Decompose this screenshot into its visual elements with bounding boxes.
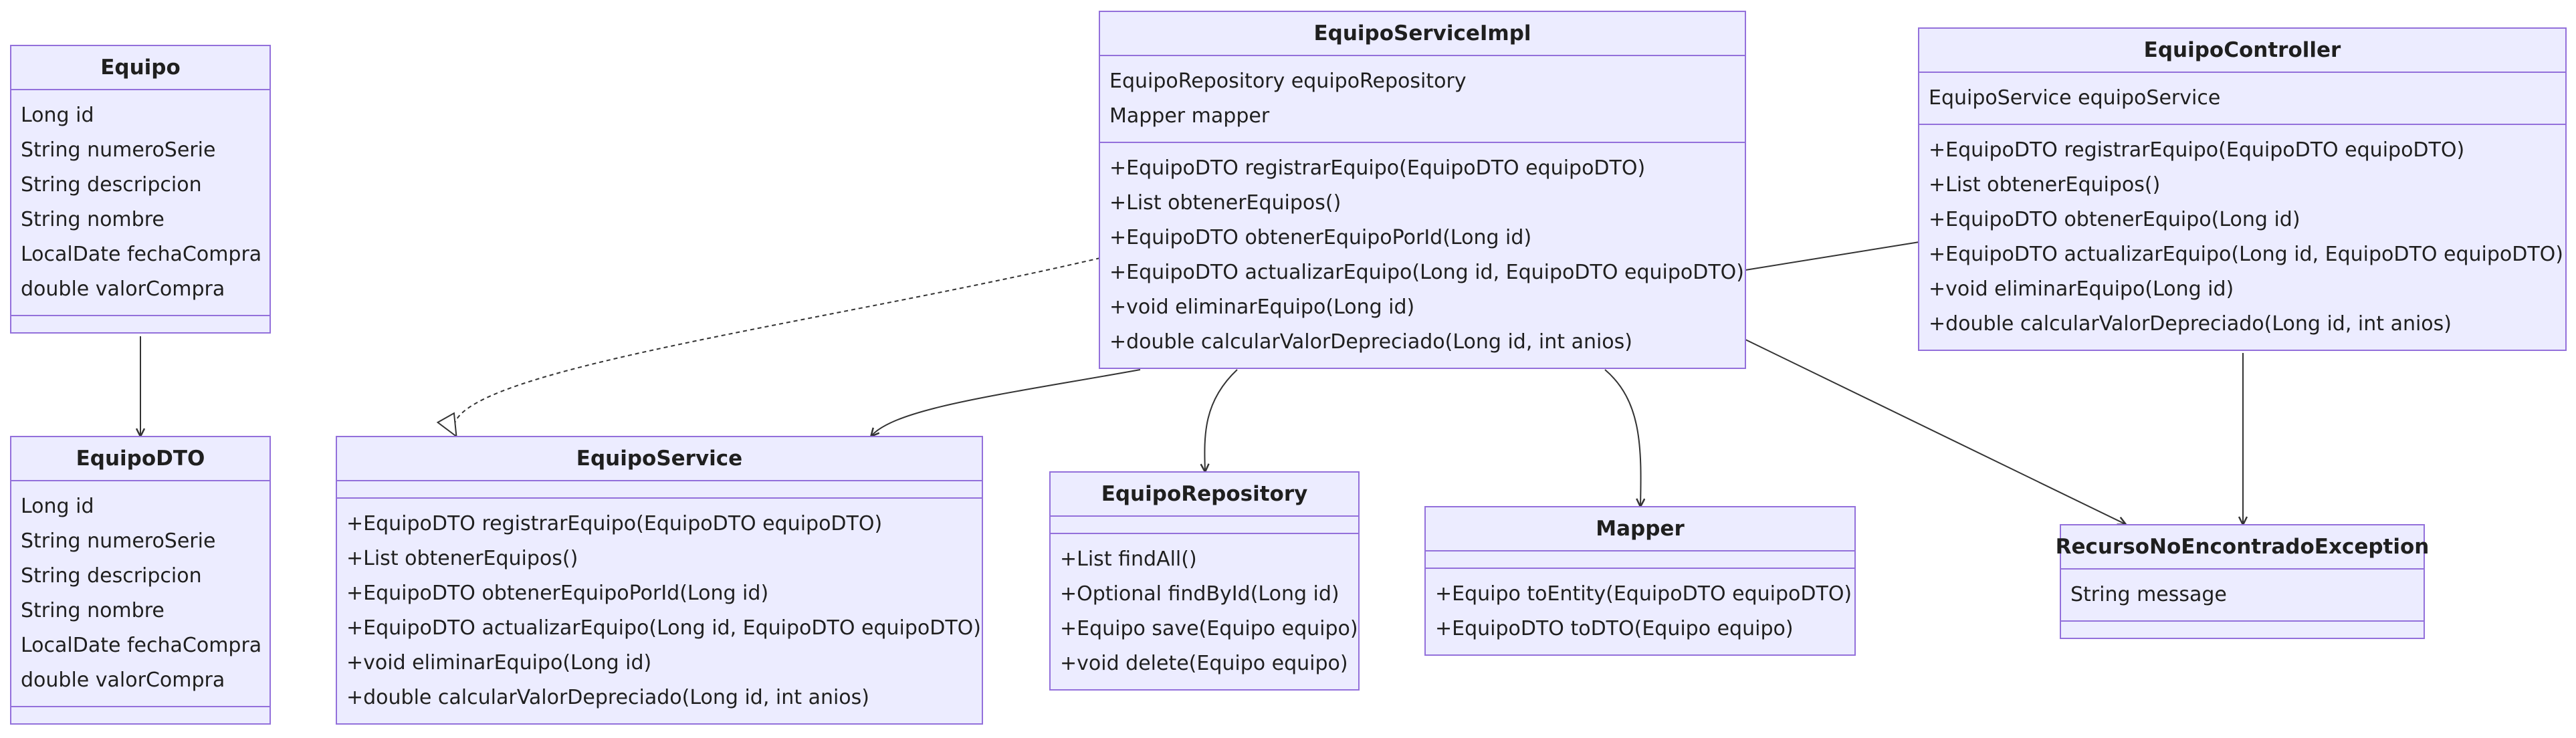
attribute: String descripcion: [21, 564, 202, 588]
method: +EquipoDTO obtenerEquipoPorId(Long id): [346, 582, 769, 605]
attributes-section: String message: [2061, 570, 2424, 622]
method: +double calcularValorDepreciado(Long id,…: [1929, 312, 2452, 336]
method: +void eliminarEquipo(Long id): [1109, 295, 1415, 319]
attribute: String nombre: [21, 599, 165, 622]
attributes-section: EquipoRepository equipoRepository Mapper…: [1100, 56, 1745, 143]
methods-section: +EquipoDTO registrarEquipo(EquipoDTO equ…: [337, 499, 982, 723]
method: +EquipoDTO registrarEquipo(EquipoDTO equ…: [1929, 138, 2465, 162]
class-recurso-no-encontrado-exception[interactable]: RecursoNoEncontradoException String mess…: [2056, 524, 2429, 639]
edge-impl-to-exception: [1745, 339, 2125, 524]
methods-section: [2061, 622, 2424, 638]
attribute: String nombre: [21, 208, 165, 231]
method: +Optional findById(Long id): [1060, 582, 1339, 606]
class-title: RecursoNoEncontradoException: [2056, 525, 2429, 570]
class-mapper[interactable]: Mapper +Equipo toEntity(EquipoDTO equipo…: [1424, 506, 1856, 656]
class-title: EquipoServiceImpl: [1100, 12, 1745, 56]
class-title: EquipoDTO: [11, 437, 270, 481]
class-equipo-repository[interactable]: EquipoRepository +List findAll() +Option…: [1049, 471, 1360, 691]
class-title: EquipoRepository: [1051, 473, 1358, 517]
methods-section: +EquipoDTO registrarEquipo(EquipoDTO equ…: [1919, 125, 2565, 350]
class-equipo-service-impl[interactable]: EquipoServiceImpl EquipoRepository equip…: [1099, 11, 1746, 369]
edge-impl-to-mapper: [1604, 369, 1641, 506]
class-equipo-dto[interactable]: EquipoDTO Long id String numeroSerie Str…: [10, 436, 271, 725]
method: +EquipoDTO toDTO(Equipo equipo): [1435, 617, 1794, 640]
method: +EquipoDTO registrarEquipo(EquipoDTO equ…: [346, 512, 883, 535]
method: +EquipoDTO actualizarEquipo(Long id, Equ…: [346, 616, 981, 640]
class-equipo-service[interactable]: EquipoService +EquipoDTO registrarEquipo…: [336, 436, 983, 725]
methods-section: [11, 707, 270, 723]
method: +double calcularValorDepreciado(Long id,…: [1109, 330, 1632, 354]
edge-impl-to-repository: [1204, 369, 1238, 471]
method: +List findAll(): [1060, 547, 1197, 571]
edge-controller-to-impl: [1745, 241, 1920, 271]
class-title: EquipoController: [1919, 29, 2565, 73]
edge-impl-to-service: [871, 369, 1141, 436]
attributes-section: Long id String numeroSerie String descri…: [11, 481, 270, 707]
attribute: LocalDate fechaCompra: [21, 243, 262, 266]
method: +EquipoDTO actualizarEquipo(Long id, Equ…: [1929, 243, 2563, 266]
method: +Equipo toEntity(EquipoDTO equipoDTO): [1435, 582, 1852, 606]
methods-section: +EquipoDTO registrarEquipo(EquipoDTO equ…: [1100, 143, 1745, 368]
attribute: String descripcion: [21, 173, 202, 197]
method: +List obtenerEquipos(): [346, 547, 578, 570]
attribute: Long id: [21, 495, 94, 518]
attributes-section: [1051, 517, 1358, 534]
class-title: EquipoService: [337, 437, 982, 481]
methods-section: +Equipo toEntity(EquipoDTO equipoDTO) +E…: [1426, 569, 1854, 654]
attributes-section: Long id String numeroSerie String descri…: [11, 90, 270, 316]
attributes-section: [337, 481, 982, 499]
attribute: double valorCompra: [21, 277, 225, 301]
class-equipo[interactable]: Equipo Long id String numeroSerie String…: [10, 45, 271, 334]
class-title: Equipo: [11, 46, 270, 90]
attribute: EquipoRepository equipoRepository: [1109, 70, 1467, 93]
method: +List obtenerEquipos(): [1109, 191, 1341, 215]
edge-impl-realizes-service: [454, 257, 1101, 436]
method: +EquipoDTO obtenerEquipoPorId(Long id): [1109, 226, 1532, 249]
attributes-section: EquipoService equipoService: [1919, 73, 2565, 125]
method: +List obtenerEquipos(): [1929, 173, 2161, 197]
attribute: EquipoService equipoService: [1929, 86, 2221, 110]
method: +Equipo save(Equipo equipo): [1060, 617, 1358, 640]
attribute: Mapper mapper: [1109, 104, 1270, 128]
attribute: double valorCompra: [21, 668, 225, 692]
attribute: LocalDate fechaCompra: [21, 634, 262, 657]
method: +void eliminarEquipo(Long id): [1929, 277, 2234, 301]
method: +void eliminarEquipo(Long id): [346, 651, 652, 674]
method: +EquipoDTO registrarEquipo(EquipoDTO equ…: [1109, 156, 1646, 180]
class-title: Mapper: [1426, 507, 1854, 551]
attribute: String numeroSerie: [21, 529, 216, 553]
class-equipo-controller[interactable]: EquipoController EquipoService equipoSer…: [1918, 27, 2567, 351]
method: +EquipoDTO obtenerEquipo(Long id): [1929, 208, 2300, 231]
attribute: Long id: [21, 104, 94, 127]
method: +double calcularValorDepreciado(Long id,…: [346, 686, 869, 709]
method: +EquipoDTO actualizarEquipo(Long id, Equ…: [1109, 261, 1744, 284]
attribute: String numeroSerie: [21, 138, 216, 162]
methods-section: +List findAll() +Optional findById(Long …: [1051, 534, 1358, 689]
method: +void delete(Equipo equipo): [1060, 652, 1348, 675]
methods-section: [11, 316, 270, 332]
attributes-section: [1426, 551, 1854, 569]
attribute: String message: [2070, 583, 2227, 606]
